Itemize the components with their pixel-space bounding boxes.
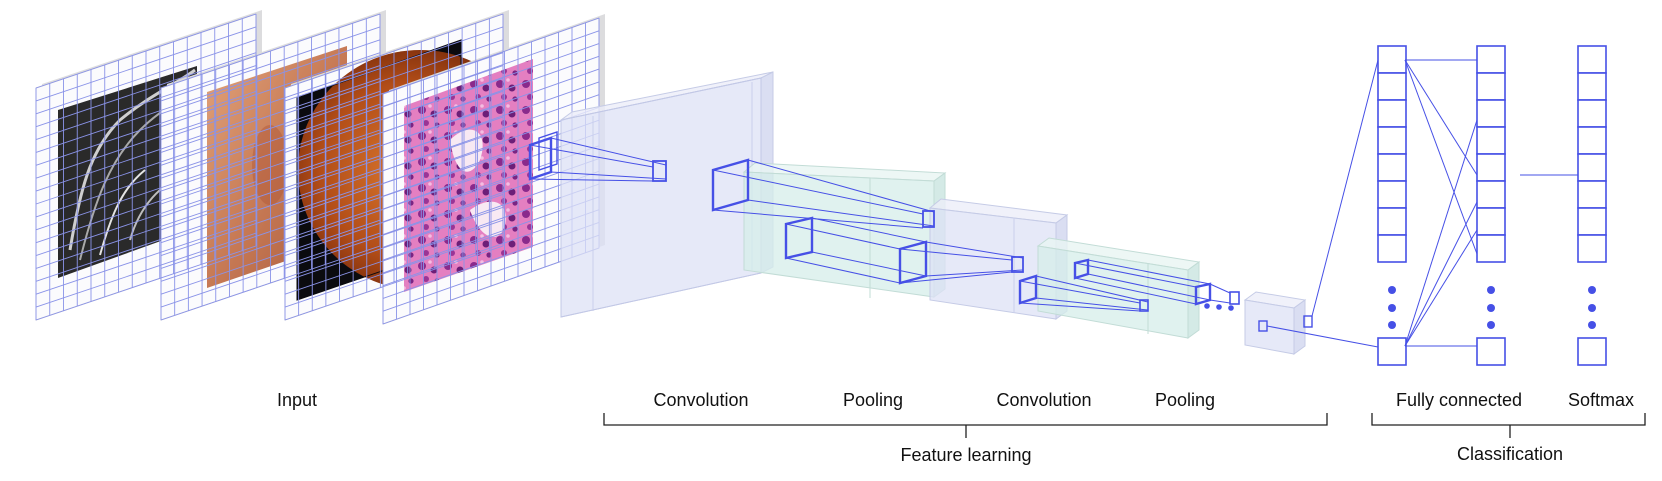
input-grid-overlay <box>35 13 600 325</box>
conv-layer-1 <box>560 71 774 318</box>
neuron-cell <box>1476 126 1506 155</box>
neuron-cell <box>1476 234 1506 263</box>
kernel-connections <box>528 59 1379 348</box>
neuron-cell <box>1577 207 1607 236</box>
conv-layer-2 <box>928 198 1069 320</box>
neuron-cell <box>1577 72 1607 101</box>
pool-layer-1 <box>742 162 947 298</box>
neuron-cell <box>1577 337 1607 366</box>
neuron-cell <box>1577 180 1607 209</box>
label-classification: Classification <box>1457 444 1563 464</box>
neuron-cell <box>1577 153 1607 182</box>
final-feature-map <box>1243 291 1307 355</box>
pool-layer-2 <box>1036 237 1201 339</box>
classification-bracket <box>1371 413 1646 438</box>
neuron-cell <box>1577 99 1607 128</box>
label-pooling-2: Pooling <box>1155 390 1215 410</box>
neuron-cell <box>1476 72 1506 101</box>
neuron-cell <box>1377 72 1407 101</box>
neuron-cell <box>1377 234 1407 263</box>
neuron-cell <box>1476 45 1506 74</box>
label-convolution-2: Convolution <box>996 390 1091 410</box>
neuron-cell <box>1377 153 1407 182</box>
neuron-cell <box>1476 153 1506 182</box>
neuron-cell <box>1377 45 1407 74</box>
neuron-cell <box>1377 99 1407 128</box>
continuation-dot <box>1588 321 1596 329</box>
neuron-cell <box>1377 207 1407 236</box>
fully-connected-layers <box>1377 45 1607 366</box>
neuron-cell <box>1377 337 1407 366</box>
label-feature-learning: Feature learning <box>900 445 1031 465</box>
continuation-dot <box>1487 321 1495 329</box>
input-image-stack <box>35 10 605 325</box>
label-convolution-1: Convolution <box>653 390 748 410</box>
fc-column-2 <box>1476 45 1506 366</box>
neuron-cell <box>1377 126 1407 155</box>
label-input: Input <box>277 390 317 410</box>
diagram-labels: Input Convolution Pooling Convolution Po… <box>277 390 1634 465</box>
continuation-dot <box>1588 304 1596 312</box>
neuron-cell <box>1577 45 1607 74</box>
label-pooling-1: Pooling <box>843 390 903 410</box>
neuron-cell <box>1377 180 1407 209</box>
feature-learning-bracket <box>603 413 1328 438</box>
neuron-cell <box>1476 337 1506 366</box>
neuron-cell <box>1577 126 1607 155</box>
fc-column-1 <box>1377 45 1407 366</box>
continuation-dot <box>1588 286 1596 294</box>
fc-connections <box>1404 59 1578 347</box>
continuation-dot <box>1388 321 1396 329</box>
label-softmax: Softmax <box>1568 390 1634 410</box>
neuron-cell <box>1476 99 1506 128</box>
softmax-column <box>1577 45 1607 366</box>
continuation-dots-horizontal <box>1204 303 1234 311</box>
continuation-dot <box>1388 286 1396 294</box>
label-fully-connected: Fully connected <box>1396 390 1522 410</box>
continuation-dot <box>1487 304 1495 312</box>
neuron-cell <box>1476 207 1506 236</box>
continuation-dot <box>1388 304 1396 312</box>
neuron-cell <box>1577 234 1607 263</box>
continuation-dot <box>1487 286 1495 294</box>
neuron-cell <box>1476 180 1506 209</box>
